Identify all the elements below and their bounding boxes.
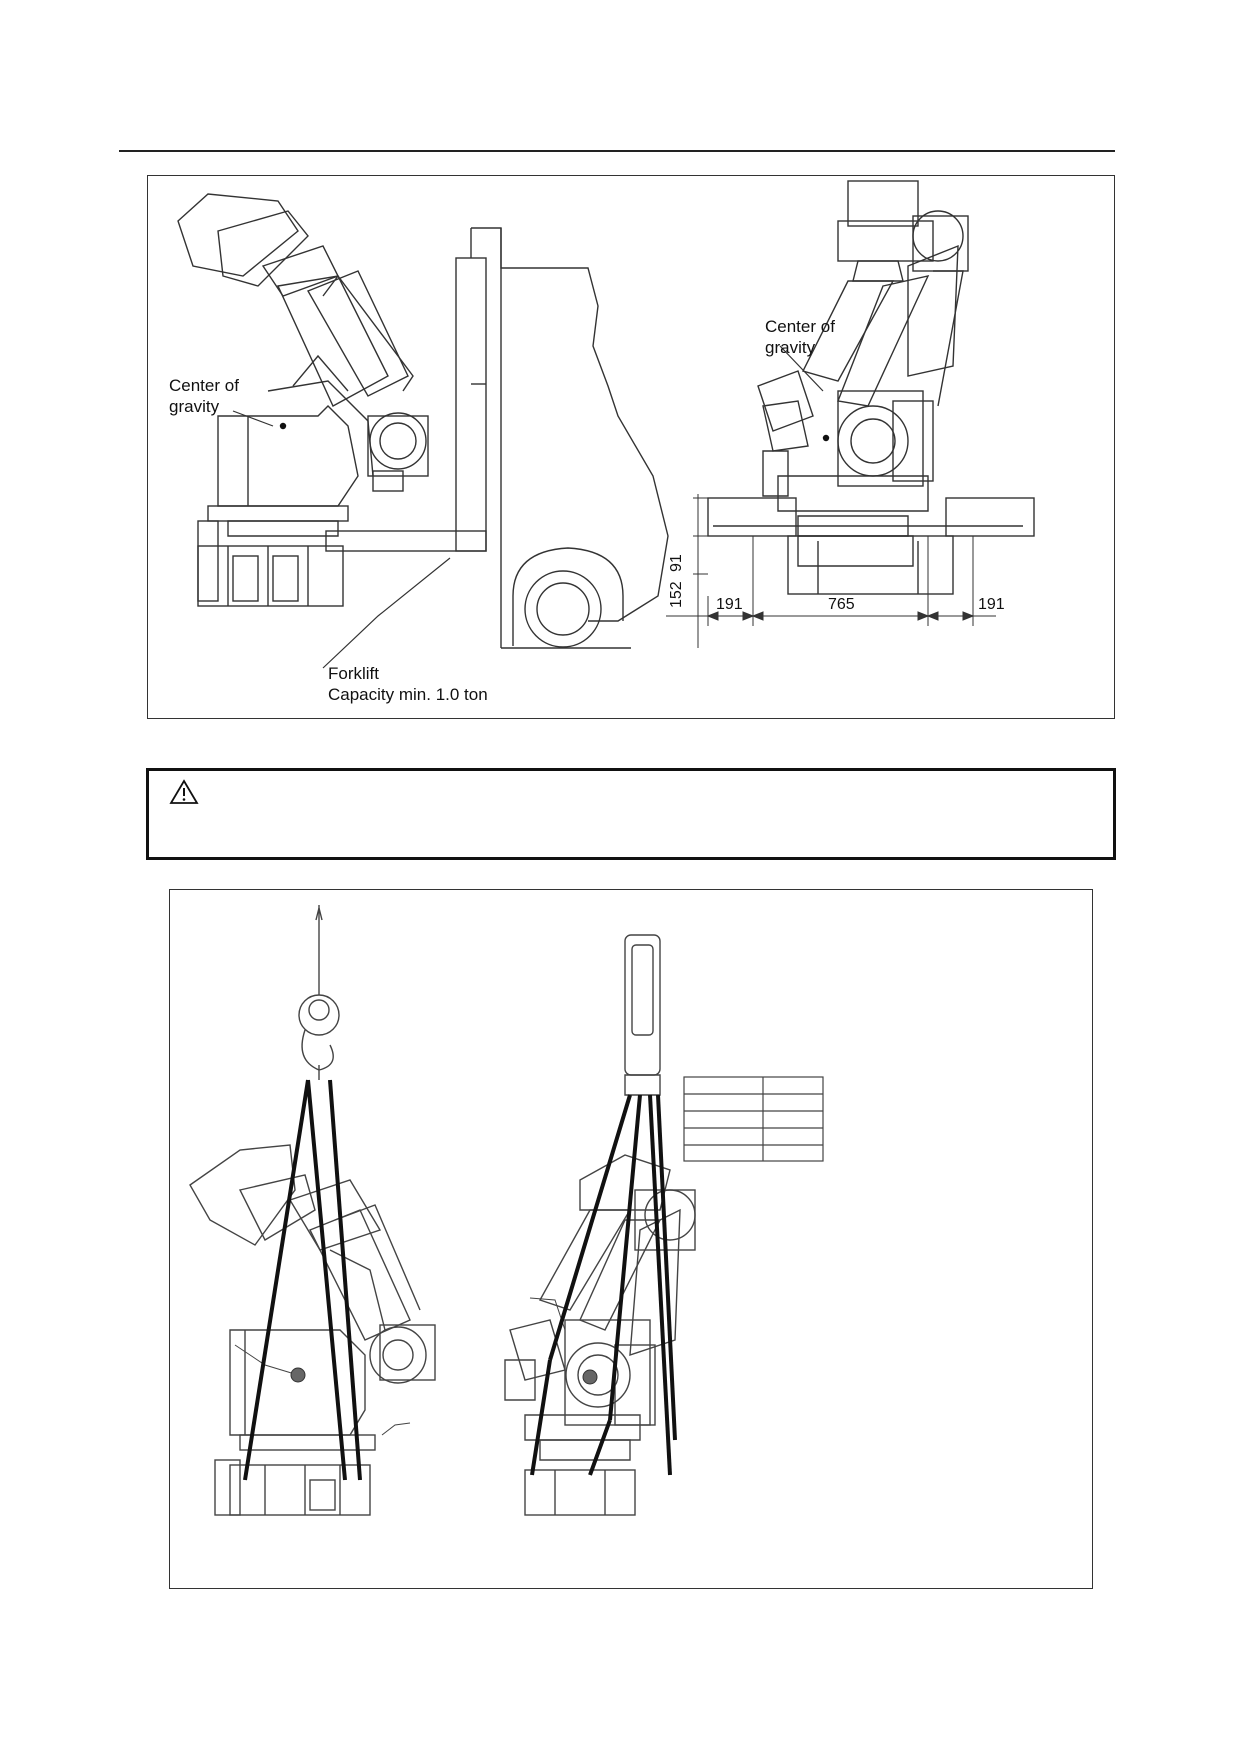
forklift-outline — [325, 227, 669, 649]
crane-hook-left — [298, 905, 340, 1080]
cog-left-label-line2: gravity — [169, 397, 220, 416]
warning-box — [146, 768, 1116, 860]
center-of-gravity-left-marker — [290, 1367, 306, 1383]
dimension-height-91: 91 — [668, 554, 685, 572]
robot-side-view-lifted — [189, 1144, 436, 1516]
dimension-lines — [666, 494, 996, 648]
robot-front-view — [707, 180, 1035, 595]
cog-left-label-line1: Center of — [169, 376, 239, 395]
cog-right-label-line2: gravity — [765, 338, 816, 357]
eyebolt-leader — [381, 1422, 411, 1436]
crane-drawing — [189, 905, 824, 1516]
crane-lifting-figure — [169, 889, 1093, 1589]
dimension-center-value: 765 — [828, 596, 855, 613]
dimension-left-value: 191 — [716, 596, 743, 613]
forklift-transport-figure: Center of gravity Center of gravity Fork… — [147, 175, 1115, 719]
dimension-height-152: 152 — [668, 581, 685, 608]
robot-side-view — [177, 193, 429, 607]
header-rule — [119, 150, 1115, 152]
cog-right-label-line1: Center of — [765, 317, 835, 336]
robot-front-view-lifted — [504, 1154, 696, 1516]
crane-hook-right — [624, 934, 661, 1096]
forklift-label-line1: Forklift — [328, 664, 379, 683]
forklift-capacity-label: Capacity min. 1.0 ton — [328, 685, 488, 704]
center-of-gravity-right-marker — [582, 1369, 598, 1385]
caution-triangle-icon — [169, 779, 199, 804]
forklift-drawing — [177, 180, 1035, 669]
center-of-gravity-left-marker — [279, 422, 287, 430]
specification-table — [683, 1076, 824, 1162]
leader-lines — [232, 345, 824, 669]
dimension-right-value: 191 — [978, 596, 1005, 613]
center-of-gravity-right-marker — [822, 434, 830, 442]
lifting-wires — [243, 1079, 677, 1481]
